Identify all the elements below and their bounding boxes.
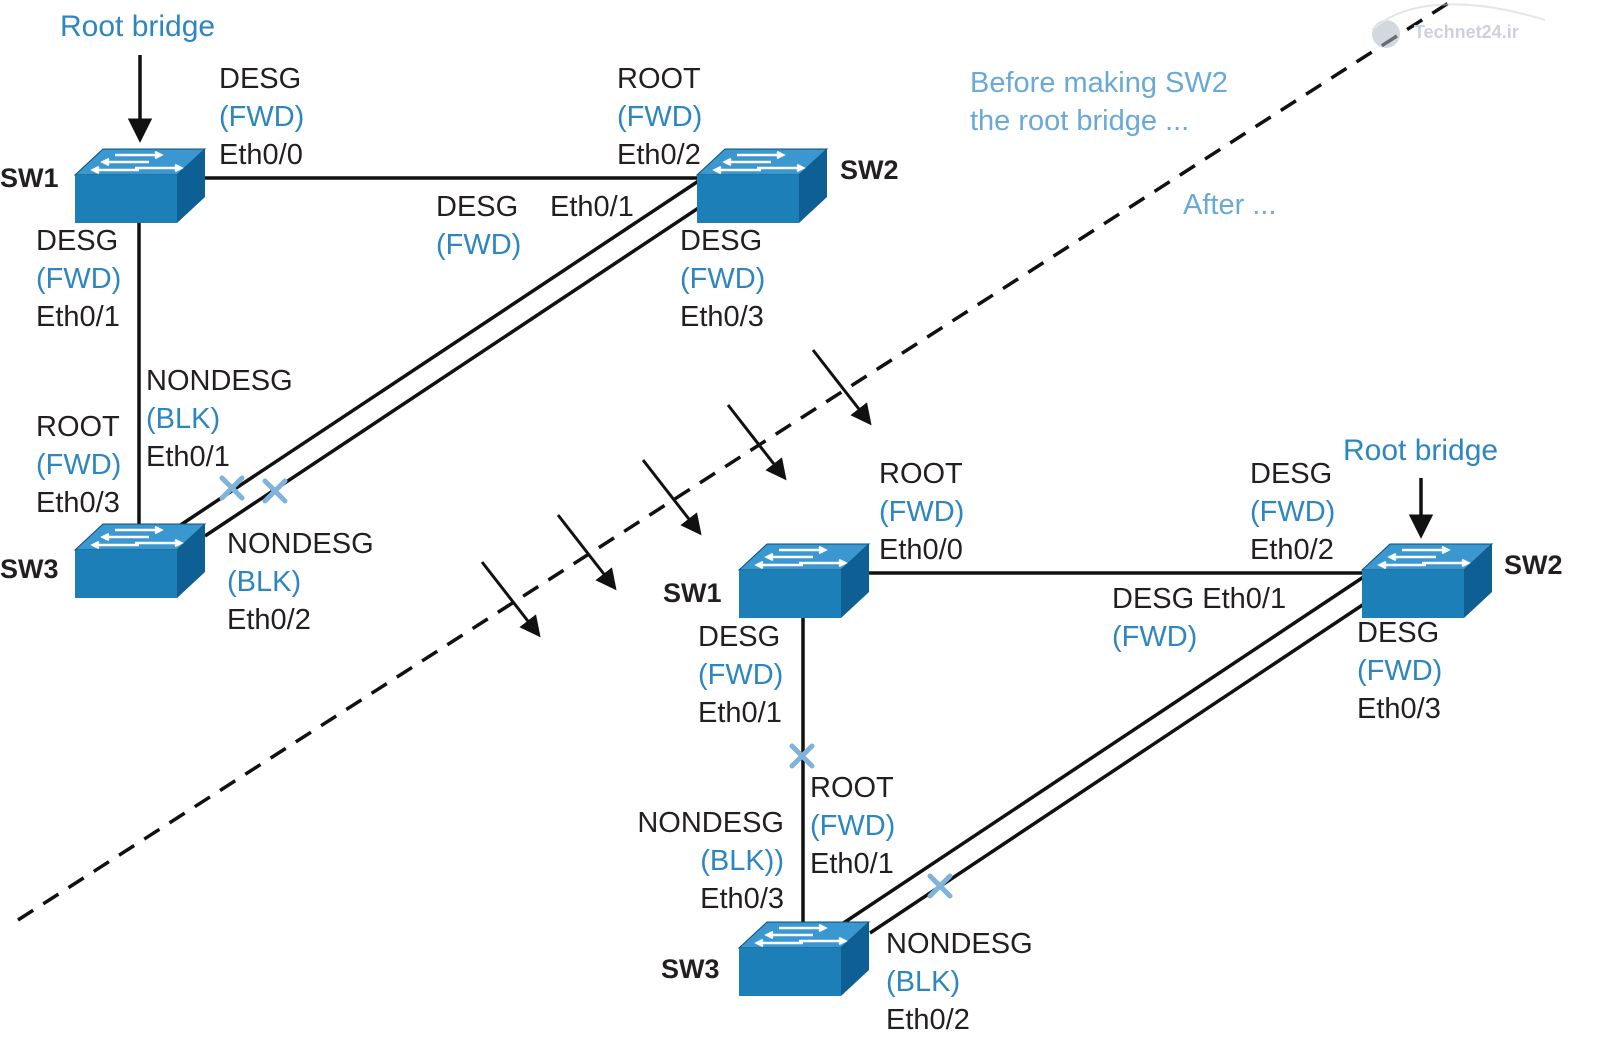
after-sw1-eth01-port-label: DESG (FWD) Eth0/1 — [698, 618, 783, 732]
port-role: NONDESG — [227, 528, 374, 560]
port-state: (FWD) — [698, 659, 784, 691]
port-role: DESG — [698, 621, 781, 653]
before-note: Before making SW2 the root bridge ... — [970, 64, 1228, 140]
before-sw2-switch-icon — [695, 147, 829, 225]
port-id: Eth0/0 — [879, 534, 963, 566]
port-state: (BLK) — [227, 566, 302, 598]
port-role: ROOT — [879, 458, 963, 490]
after-blocked-markers — [789, 743, 953, 899]
port-role: DESG — [1250, 458, 1333, 490]
after-note: After ... — [1183, 189, 1277, 221]
before-sw3-eth01-port-label: NONDESG (BLK) Eth0/1 — [146, 362, 293, 476]
after-sw1-eth00-port-label: ROOT (FWD) Eth0/0 — [879, 455, 964, 569]
port-id: Eth0/2 — [1250, 534, 1334, 566]
after-sw3-eth03-port-label: NONDESG (BLK)) Eth0/3 — [624, 804, 784, 918]
port-state: (FWD) — [36, 263, 122, 295]
before-sw3-eth03-port-label: ROOT (FWD) Eth0/3 — [36, 408, 121, 522]
after-sw2-eth02-port-label: DESG (FWD) Eth0/2 — [1250, 455, 1335, 569]
port-state: (FWD) — [617, 101, 703, 133]
port-id: Eth0/2 — [617, 139, 701, 171]
before-sw1-eth00-port-label: DESG (FWD) Eth0/0 — [219, 60, 304, 174]
after-root-bridge-label: Root bridge — [1343, 434, 1499, 467]
port-role: DESG — [680, 225, 763, 257]
port-id: Eth0/1 — [810, 848, 894, 880]
before-sw3-eth02-port-label: NONDESG (BLK) Eth0/2 — [227, 525, 374, 639]
after-sw2-switch-icon — [1360, 542, 1494, 620]
before-root-bridge-label: Root bridge — [60, 10, 216, 43]
before-sw2-eth02-port-label: ROOT (FWD) Eth0/2 — [617, 60, 702, 174]
before-sw1-switch-icon — [73, 147, 207, 225]
port-id: Eth0/3 — [700, 883, 784, 915]
port-role: DESG — [36, 225, 119, 257]
port-state: (BLK) — [886, 966, 961, 998]
port-id: Eth0/3 — [36, 487, 120, 519]
port-state: (BLK)) — [700, 845, 784, 877]
watermark-logo — [1371, 3, 1546, 48]
before-sw2-eth03-port-label: DESG (FWD) Eth0/3 — [680, 222, 765, 336]
before-sw2-label: SW2 — [840, 155, 899, 185]
after-sw3-label: SW3 — [661, 954, 720, 984]
port-id: Eth0/2 — [227, 604, 311, 636]
port-role: NONDESG — [146, 365, 293, 397]
port-id: Eth0/1 — [36, 301, 120, 333]
before-sw1-label: SW1 — [0, 163, 59, 193]
port-state: (FWD) — [436, 229, 522, 261]
port-role-and-id: DESG Eth0/1 — [1112, 583, 1287, 615]
port-role: DESG — [436, 191, 519, 223]
after-sw1-switch-icon — [737, 542, 871, 620]
port-role: DESG — [1357, 617, 1440, 649]
port-id: Eth0/1 — [146, 441, 230, 473]
port-state: (FWD) — [1112, 621, 1198, 653]
after-sw1-label: SW1 — [663, 578, 722, 608]
port-state: (FWD) — [1250, 496, 1336, 528]
before-sw2-eth01-port-label: DESG Eth0/1 (FWD) — [436, 188, 634, 264]
port-state: (FWD) — [1357, 655, 1443, 687]
port-id: Eth0/3 — [680, 301, 764, 333]
watermark-text: Technet24.ir — [1414, 22, 1519, 42]
before-blocked-markers — [219, 475, 288, 504]
before-note-line-1: Before making SW2 — [970, 67, 1228, 99]
before-sw3-switch-icon — [73, 522, 207, 600]
port-id: Eth0/1 — [550, 191, 634, 223]
after-sw2-eth03-port-label: DESG (FWD) Eth0/3 — [1357, 614, 1442, 728]
after-sw3-switch-icon — [737, 920, 871, 998]
port-state: (FWD) — [879, 496, 965, 528]
port-role: DESG — [219, 63, 302, 95]
port-role: ROOT — [617, 63, 701, 95]
before-sw1-eth01-port-label: DESG (FWD) Eth0/1 — [36, 222, 121, 336]
port-role: ROOT — [36, 411, 120, 443]
transition-arrows — [480, 349, 872, 638]
port-role: NONDESG — [886, 928, 1033, 960]
port-state: (BLK) — [146, 403, 221, 435]
before-sw3-label: SW3 — [0, 554, 59, 584]
port-role: NONDESG — [637, 807, 784, 839]
after-sw2-label: SW2 — [1504, 550, 1563, 580]
before-note-line-2: the root bridge ... — [970, 105, 1190, 137]
after-sw2-eth01-port-label: DESG Eth0/1 (FWD) — [1112, 580, 1286, 656]
after-sw3-eth01-port-label: ROOT (FWD) Eth0/1 — [810, 769, 895, 883]
port-id: Eth0/2 — [886, 1004, 970, 1036]
port-state: (FWD) — [36, 449, 122, 481]
port-role: ROOT — [810, 772, 894, 804]
port-state: (FWD) — [219, 101, 305, 133]
port-id: Eth0/1 — [698, 697, 782, 729]
before-links — [137, 176, 719, 538]
port-state: (FWD) — [680, 263, 766, 295]
divider-dashed-line — [17, 0, 1451, 922]
after-sw3-eth02-port-label: NONDESG (BLK) Eth0/2 — [886, 925, 1033, 1039]
port-id: Eth0/3 — [1357, 693, 1441, 725]
after-links — [801, 571, 1386, 935]
port-id: Eth0/0 — [219, 139, 303, 171]
port-state: (FWD) — [810, 810, 896, 842]
